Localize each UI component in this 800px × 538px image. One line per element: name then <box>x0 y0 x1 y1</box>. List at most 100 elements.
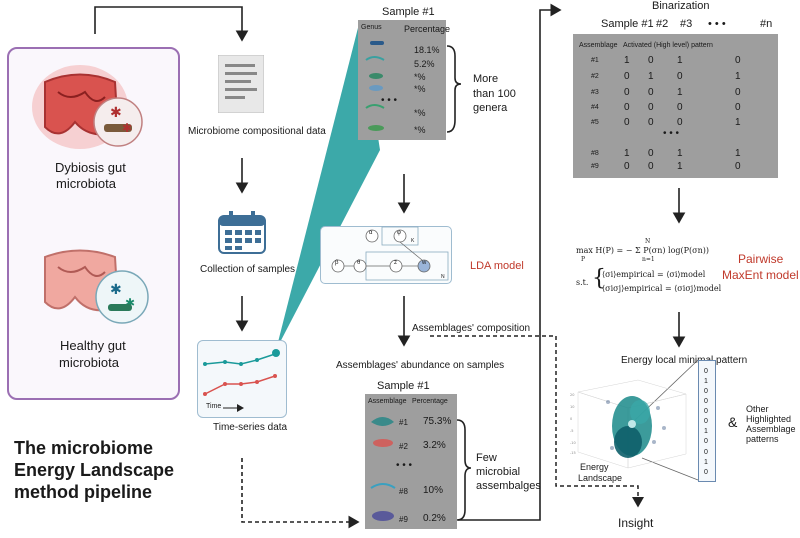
other-patterns-1: Other <box>746 404 769 414</box>
bin-row-5-cn: 1 <box>735 117 741 128</box>
pipeline-title-line1: The microbiome <box>14 438 154 458</box>
bin-dots: • • • <box>663 128 680 139</box>
bin-row-4-c2: 0 <box>648 102 654 113</box>
dysbiosis-label-line1: Dybiosis gut <box>55 160 126 175</box>
svg-text:-5: -5 <box>570 429 574 433</box>
bin-row-8-c3: 1 <box>677 148 683 159</box>
lda-plate-k: K <box>411 238 415 244</box>
pipeline-title-line3: method pipeline <box>14 482 153 502</box>
bin-row-1-c1: 1 <box>624 55 630 66</box>
maxent-st: s.t. <box>576 278 589 287</box>
bin-row-3-c2: 0 <box>648 87 654 98</box>
energy-landscape-label-1: Energy <box>580 462 609 472</box>
assemblage-row-1-pct: 75.3% <box>423 416 452 427</box>
assemblage-row-2-id: #2 <box>399 442 408 451</box>
compositional-label: Microbiome compositional data <box>188 126 326 137</box>
dysbiosis-gut-icon: ✱ ✱ <box>32 65 143 149</box>
bin-row-3-c1: 0 <box>624 87 630 98</box>
pct-col-header: Percentage <box>404 24 451 34</box>
maxent-equation-main: max H(P) = − Σ P(σn) log(P(σn)) <box>576 246 710 255</box>
assemblage-dots: • • • <box>396 460 413 471</box>
maxent-label-2: MaxEnt model <box>722 268 799 282</box>
brace-assemblages <box>456 419 472 521</box>
bin-row-4-c3: 0 <box>677 102 683 113</box>
assemblage-row-9-id: #9 <box>399 515 408 524</box>
document-icon <box>218 55 264 113</box>
bin-sub-b: Activated (High level) pattern <box>623 42 713 49</box>
assemblage-row-2-pct: 3.2% <box>423 440 446 451</box>
energy-heading: Energy local minimal pattern <box>621 355 748 366</box>
other-patterns-4: patterns <box>746 434 779 444</box>
maxent-equation-under: P <box>581 256 586 263</box>
assemblage-note-3: assembalges <box>476 480 541 492</box>
dashed-timeseries-to-abundance <box>241 458 360 529</box>
time-axis-label: Time <box>206 403 222 410</box>
genus-row-2: 5.2% <box>414 59 435 69</box>
bin-row-3-id: #3 <box>591 89 599 96</box>
bin-row-1-id: #1 <box>591 57 599 64</box>
samples-label: Collection of samples <box>200 264 296 275</box>
arrow-to-compositional <box>94 6 249 42</box>
lda-node-theta: θ <box>357 260 361 266</box>
genus-icons <box>365 41 385 131</box>
bin-row-5-id: #5 <box>591 119 599 126</box>
bin-row-4-c1: 0 <box>624 102 630 113</box>
genera-note-3: genera <box>473 102 508 114</box>
lda-node-phi: φ <box>397 230 401 236</box>
genus-row-4: *% <box>414 84 426 94</box>
assemblage-row-9-pct: 0.2% <box>423 513 446 524</box>
energy-pattern-3: 0 <box>704 388 708 395</box>
genus-dots: • • • <box>381 95 398 106</box>
assemblage-note-1: Few <box>476 452 497 464</box>
lda-node-alpha: α <box>369 230 373 236</box>
bin-row-5-c2: 0 <box>648 117 654 128</box>
svg-text:✱: ✱ <box>110 281 122 297</box>
dysbiosis-label-line2: microbiota <box>56 176 116 191</box>
svg-text:✱: ✱ <box>125 296 135 310</box>
abundance-title: Sample #1 <box>377 380 430 392</box>
assemblage-icons <box>370 417 396 521</box>
ampersand: & <box>728 414 738 430</box>
zoom-wedge <box>276 20 380 350</box>
bin-row-9-c3: 1 <box>677 161 683 172</box>
genus-row-6: *% <box>414 125 426 135</box>
calendar-icon <box>218 211 266 254</box>
svg-text:-15: -15 <box>570 451 576 455</box>
bin-row-3-c3: 1 <box>677 87 683 98</box>
bin-header-dots: • • • <box>708 18 726 30</box>
assemblage-note-2: microbial <box>476 466 521 478</box>
bin-row-1-cn: 0 <box>735 55 741 66</box>
insight-label: Insight <box>618 516 654 530</box>
bin-row-3-cn: 0 <box>735 87 741 98</box>
genus-col-header: Genus <box>361 24 382 31</box>
energy-pattern-4: 0 <box>704 398 708 405</box>
bin-row-9-c1: 0 <box>624 161 630 172</box>
energy-pattern-10: 1 <box>704 459 708 466</box>
composition-label: Assemblages' composition <box>412 323 531 334</box>
bin-row-8-id: #8 <box>591 150 599 157</box>
maxent-constraint-2: ⟨σiσj⟩empirical = ⟨σiσj⟩model <box>602 284 722 293</box>
bin-header-s1: Sample #1 <box>601 18 654 30</box>
timeseries-label: Time-series data <box>213 422 288 433</box>
maxent-label-1: Pairwise <box>738 252 784 266</box>
bin-row-1-c3: 1 <box>677 55 683 66</box>
other-patterns-2: Highlighted <box>746 414 792 424</box>
bin-row-9-cn: 0 <box>735 161 741 172</box>
energy-pattern-1: 0 <box>704 368 708 375</box>
dashed-composition-to-insight <box>430 335 644 508</box>
abundance-heading: Assemblages' abundance on samples <box>336 360 505 371</box>
healthy-label-line1: Healthy gut <box>60 338 126 353</box>
bin-row-2-c2: 1 <box>648 71 654 82</box>
bin-row-2-cn: 1 <box>735 71 741 82</box>
maxent-brace: { <box>592 266 606 291</box>
brace-genera <box>446 45 462 133</box>
genus-table <box>358 20 446 140</box>
bin-row-5-c1: 0 <box>624 117 630 128</box>
bin-row-8-c1: 1 <box>624 148 630 159</box>
other-patterns-3: Assemblage <box>746 424 796 434</box>
energy-pattern-8: 0 <box>704 438 708 445</box>
healthy-gut-icon: ✱ ✱ <box>44 249 149 324</box>
maxent-equation-N: N <box>645 238 651 245</box>
energy-pattern-2: 1 <box>704 378 708 385</box>
